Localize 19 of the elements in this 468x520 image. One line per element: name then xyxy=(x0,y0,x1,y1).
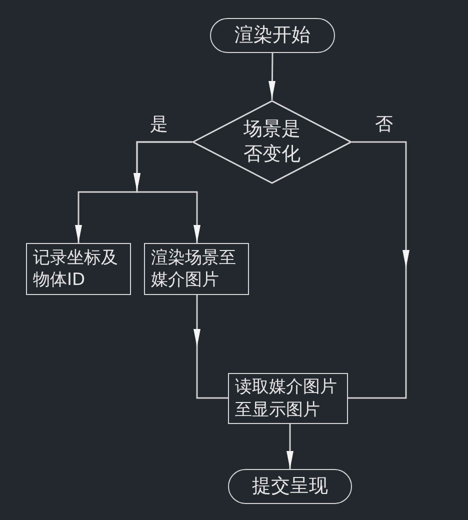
terminator xyxy=(210,18,335,53)
node-text: 提交呈现 xyxy=(252,474,328,499)
arrow xyxy=(348,141,410,399)
arrow xyxy=(134,141,200,243)
arrow xyxy=(268,53,276,100)
node-text: 渲染开始 xyxy=(234,23,310,48)
edge-label: 否 xyxy=(375,116,393,134)
node-text: 记录坐标及物体ID xyxy=(33,246,119,292)
process-box xyxy=(144,243,249,295)
node-text: 读取媒介图片至显示图片 xyxy=(235,376,338,421)
process-box xyxy=(26,243,131,295)
terminator xyxy=(228,469,352,504)
process-box xyxy=(228,373,348,424)
decision-diamond xyxy=(192,100,352,184)
node-text: 场景是否变化 xyxy=(242,117,302,167)
node-text: 渲染场景至媒介图片 xyxy=(151,246,237,292)
arrow xyxy=(286,424,294,469)
arrow xyxy=(194,295,228,399)
edge-label: 是 xyxy=(150,116,168,134)
